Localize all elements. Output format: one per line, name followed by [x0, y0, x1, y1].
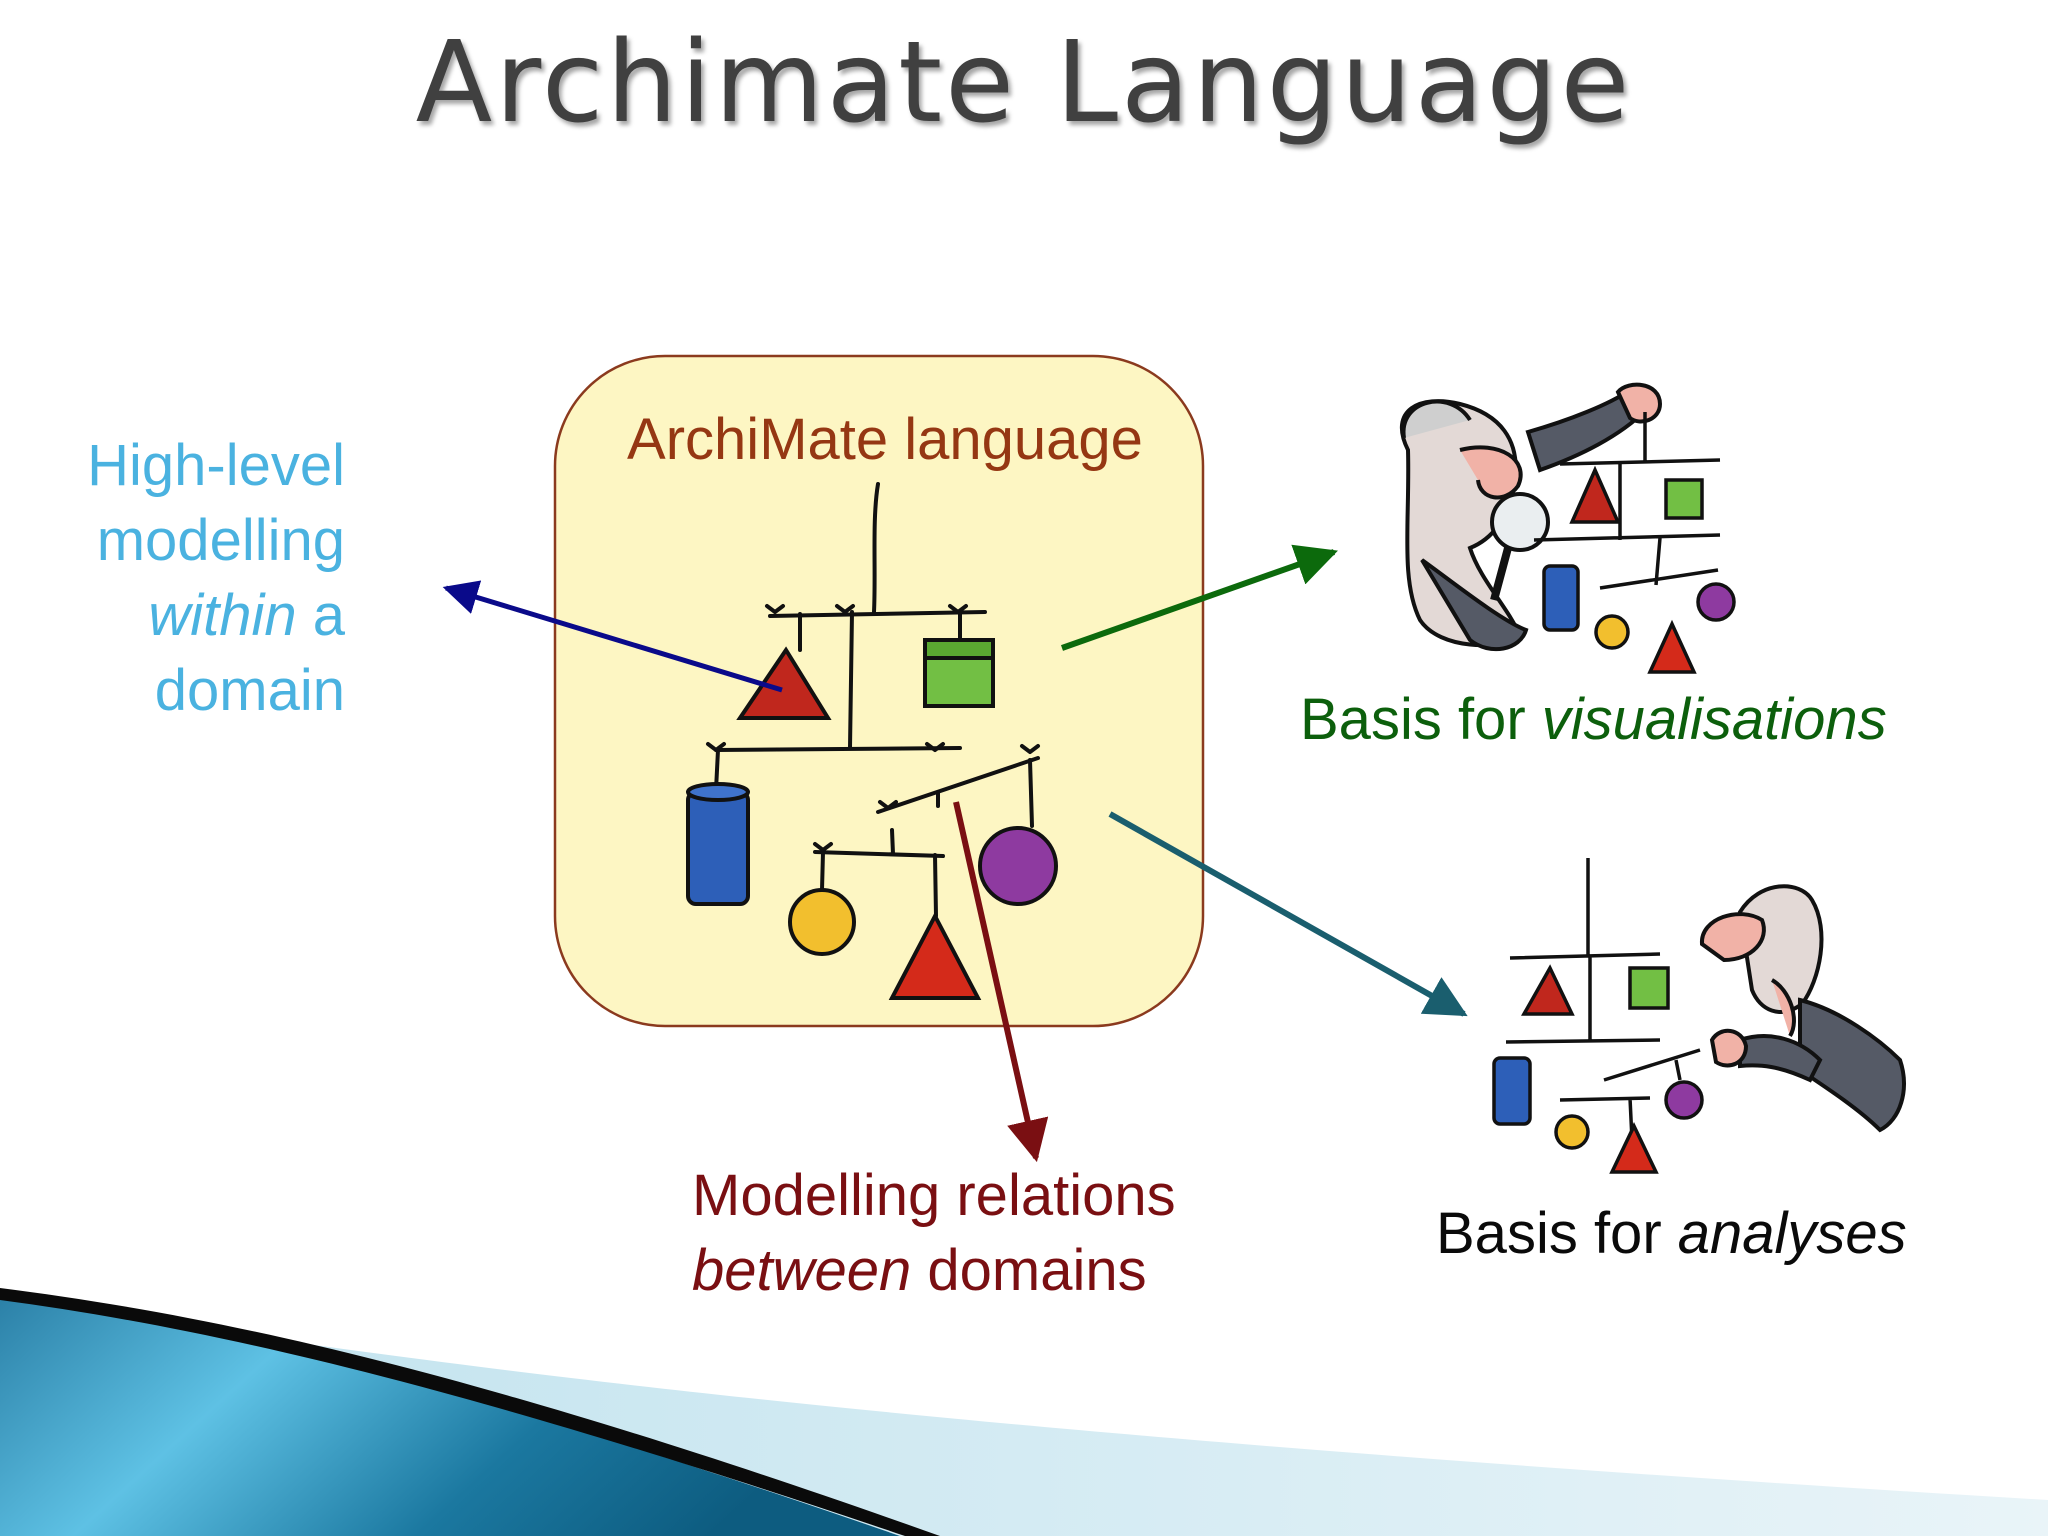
- inspector-illustration: [1400, 382, 1663, 651]
- high-level-note: High-level modelling within a domain: [20, 428, 345, 728]
- visualisation-word: visualisations: [1541, 687, 1887, 752]
- relations-line1: Modelling relations: [692, 1163, 1176, 1228]
- between-word: between: [692, 1238, 912, 1303]
- relations-note: Modelling relations between domains: [692, 1158, 1176, 1308]
- high-level-line4: domain: [154, 658, 345, 723]
- high-level-line1: High-level: [87, 433, 345, 498]
- high-level-line3: within a: [20, 578, 345, 653]
- arrow-to-analyses: [1108, 811, 1468, 1017]
- high-level-line3-rest: a: [296, 583, 345, 648]
- within-word: within: [148, 583, 297, 648]
- relations-line2: between domains: [692, 1233, 1176, 1308]
- decorative-swoosh: [0, 1288, 2048, 1536]
- visualisation-prefix: Basis for: [1300, 687, 1542, 752]
- high-level-line2: modelling: [96, 508, 345, 573]
- inspector-mobile: [1533, 412, 1736, 674]
- slide-title: Archimate Language: [415, 18, 1633, 148]
- analysis-prefix: Basis for: [1436, 1201, 1678, 1266]
- relations-line2-rest: domains: [911, 1238, 1147, 1303]
- box-label: ArchiMate language: [627, 407, 1143, 472]
- analysis-word: analyses: [1677, 1201, 1907, 1266]
- mobile-shapes: [686, 638, 1058, 1000]
- arrow-to-visualisations: [1061, 544, 1338, 651]
- arrow-to-high-level: [442, 580, 783, 693]
- arrow-to-relations: [953, 801, 1049, 1163]
- analysis-note: Basis for analyses: [1436, 1196, 1907, 1271]
- analyst-illustration: [1699, 884, 1906, 1133]
- visualisation-note: Basis for visualisations: [1300, 682, 1887, 757]
- analyst-mobile: [1492, 858, 1704, 1174]
